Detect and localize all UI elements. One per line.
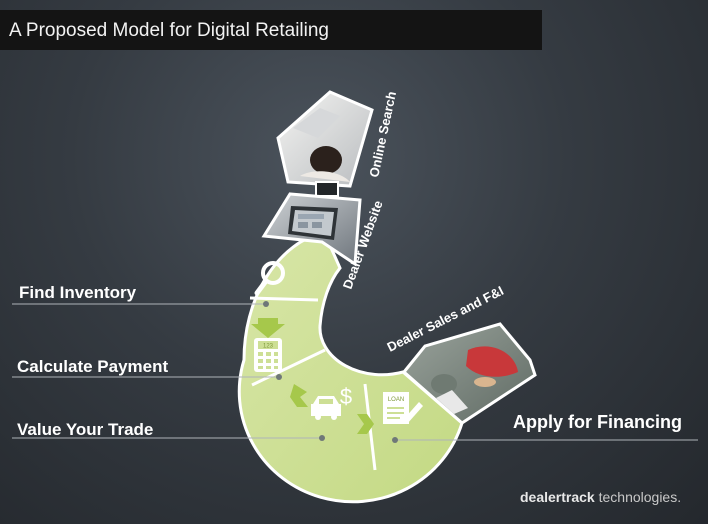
down-arrow-icon [290,384,308,407]
stage-label-online-search: Online Search [366,90,399,179]
calculator-icon [254,338,282,372]
step-label-apply-financing: Apply for Financing [513,412,682,432]
step-label-find-inventory: Find Inventory [19,283,137,302]
callout-calculate-payment [12,374,282,380]
down-arrow-icon [251,318,285,338]
brand-name: dealertrack [520,489,595,505]
step-label-calculate-payment: Calculate Payment [17,357,169,376]
magnifier-icon [254,261,285,296]
callout-value-trade [12,435,325,441]
callout-apply-financing [392,437,698,443]
stage-connector [315,181,339,197]
brand-suffix: technologies. [598,489,682,505]
loan-form-icon [383,392,423,424]
dollar-icon: $ [340,384,352,409]
arc-divider [249,296,319,302]
step-label-value-trade: Value Your Trade [17,420,154,439]
online-search-photo [276,90,374,188]
dealer-sales-photo [401,322,537,425]
car-icon [311,396,341,420]
right-arrow-icon [357,414,374,434]
brand-logo: dealertrack technologies. [520,489,681,505]
loan-form-text: LOAN [388,397,404,403]
dealer-website-photo [261,192,362,267]
calculator-display-text: 123 [263,344,274,350]
title-bar: A Proposed Model for Digital Retailing [0,10,542,50]
callout-find-inventory [12,301,269,307]
slide-title: A Proposed Model for Digital Retailing [9,20,330,41]
arc-divider [251,348,326,387]
